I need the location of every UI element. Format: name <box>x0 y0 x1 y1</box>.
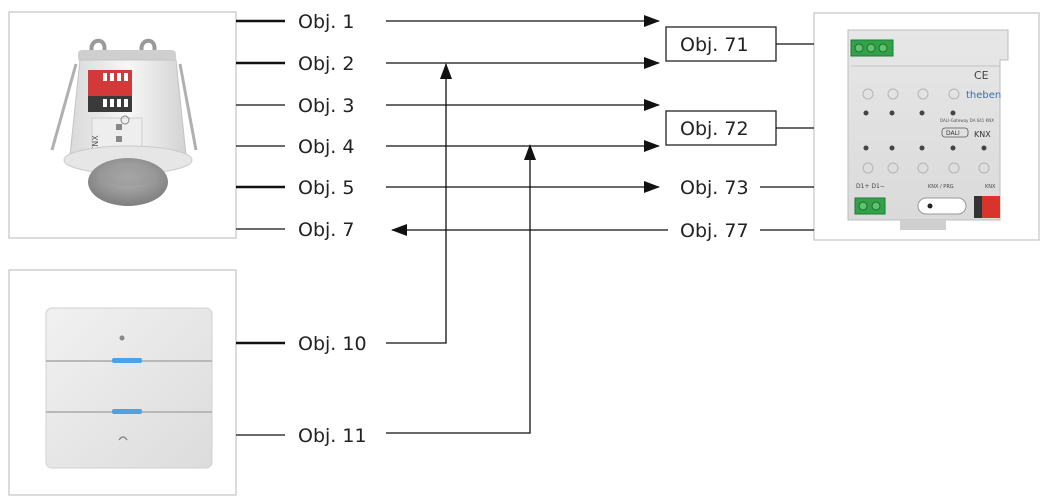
label-obj10: Obj. 10 <box>298 333 367 355</box>
label-obj5: Obj. 5 <box>298 177 354 199</box>
presence-sensor-device: KNX <box>9 12 236 238</box>
gateway-ce-mark: CE <box>974 69 989 82</box>
label-obj72: Obj. 72 <box>680 118 749 140</box>
push-button-device <box>9 270 236 495</box>
label-obj7: Obj. 7 <box>298 219 354 241</box>
gateway-knx-small-label: KNX <box>985 184 996 190</box>
label-obj1: Obj. 1 <box>298 11 354 33</box>
label-obj73: Obj. 73 <box>680 177 749 199</box>
gateway-dali-logo: DALI <box>946 130 960 137</box>
switch-led-bottom <box>112 409 142 414</box>
switch-indicator-dot <box>120 336 125 341</box>
arrow-obj11-to-obj4-line <box>386 145 530 433</box>
label-obj4: Obj. 4 <box>298 136 354 158</box>
switch-panel <box>46 308 212 468</box>
dali-gateway-device: CE theben DALI-Gateway DA 641 KNX DALI K… <box>814 13 1039 240</box>
label-obj71: Obj. 71 <box>680 34 749 56</box>
arrow-obj10-to-obj2-line <box>386 64 446 343</box>
label-obj2: Obj. 2 <box>298 53 354 75</box>
gateway-knx-logo: KNX <box>974 130 991 139</box>
gateway-terminal-label-left: D1+ D1− <box>856 183 885 190</box>
label-obj3: Obj. 3 <box>298 95 354 117</box>
label-obj11: Obj. 11 <box>298 425 367 447</box>
switch-led-top <box>112 358 142 363</box>
label-obj77: Obj. 77 <box>680 220 749 242</box>
gateway-terminal-label-right: KNX / PRG <box>928 184 954 190</box>
gateway-model-text: DALI-Gateway DA 641 KNX <box>940 118 994 123</box>
gateway-prog-button <box>918 198 966 214</box>
gateway-din-clip <box>900 220 946 230</box>
gateway-housing <box>848 30 1008 220</box>
gateway-brand-logo: theben <box>966 90 1001 101</box>
